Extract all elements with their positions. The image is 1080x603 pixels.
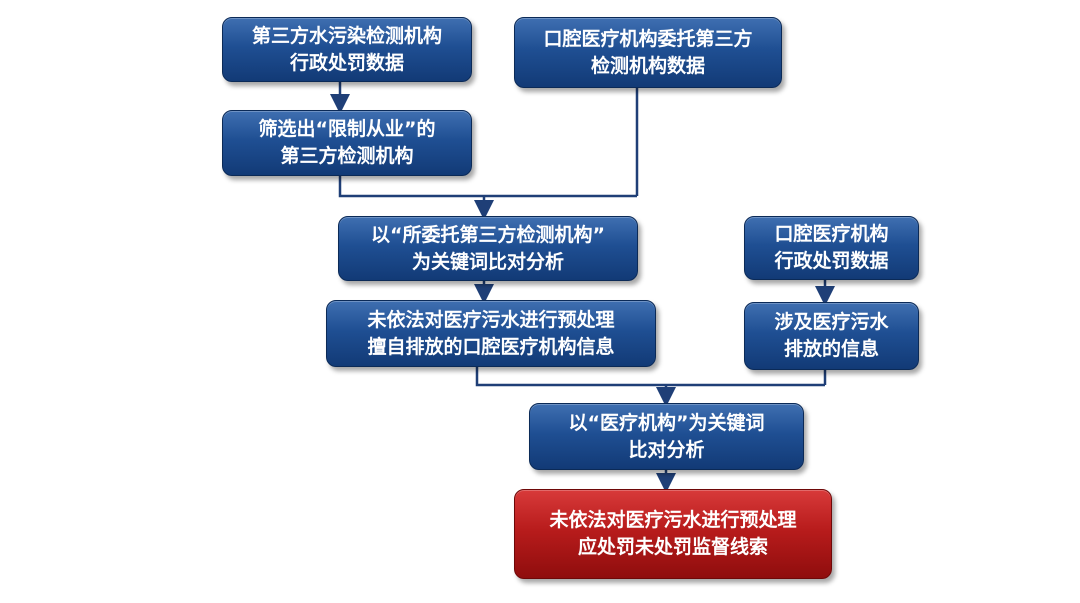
node-text-line: 行政处罚数据 (774, 250, 889, 272)
node-keyword-compare-agencies: 以“所委托第三方检测机构” 为关键词比对分析 (338, 216, 638, 281)
node-keyword-compare-institutions: 以“医疗机构”为关键词 比对分析 (529, 403, 804, 470)
node-text-line: 比对分析 (628, 438, 705, 461)
node-text-line: 未依法对医疗污水进行预处理 (549, 509, 797, 531)
node-unauthorized-discharge-info: 未依法对医疗污水进行预处理 擅自排放的口腔医疗机构信息 (326, 300, 656, 367)
node-text-line: 应处罚未处罚监督线索 (577, 536, 768, 558)
node-wastewater-discharge-info: 涉及医疗污水 排放的信息 (744, 302, 919, 370)
node-supervision-clues-result: 未依法对医疗污水进行预处理 应处罚未处罚监督线索 (514, 489, 832, 579)
connector-n3-merge (338, 176, 637, 198)
node-text-line: 口腔医疗机构 (774, 223, 889, 245)
node-filter-restricted-agencies: 筛选出“限制从业”的 第三方检测机构 (222, 110, 472, 176)
node-text-line: 第三方水污染检测机构 (251, 24, 442, 47)
node-dental-commission-data: 口腔医疗机构委托第三方 检测机构数据 (514, 17, 782, 88)
node-text-line: 口腔医疗机构委托第三方 (543, 27, 753, 50)
node-text-line: 第三方检测机构 (280, 145, 414, 167)
node-text-line: 排放的信息 (783, 338, 879, 360)
node-dental-penalty-data: 口腔医疗机构 行政处罚数据 (744, 216, 919, 280)
node-text-line: 筛选出“限制从业”的 (258, 118, 436, 140)
node-text-line: 未依法对医疗污水进行预处理 (367, 308, 615, 331)
connector-n6-merge (475, 367, 825, 387)
node-text-line: 为关键词比对分析 (411, 250, 564, 273)
node-text-line: 以“所委托第三方检测机构” (371, 223, 605, 246)
node-third-party-penalty-data: 第三方水污染检测机构 行政处罚数据 (222, 17, 472, 82)
node-text-line: 检测机构数据 (590, 54, 705, 77)
node-text-line: 行政处罚数据 (289, 51, 404, 74)
node-text-line: 擅自排放的口腔医疗机构信息 (367, 335, 615, 358)
node-text-line: 涉及医疗污水 (774, 311, 889, 333)
node-text-line: 以“医疗机构”为关键词 (568, 411, 765, 434)
